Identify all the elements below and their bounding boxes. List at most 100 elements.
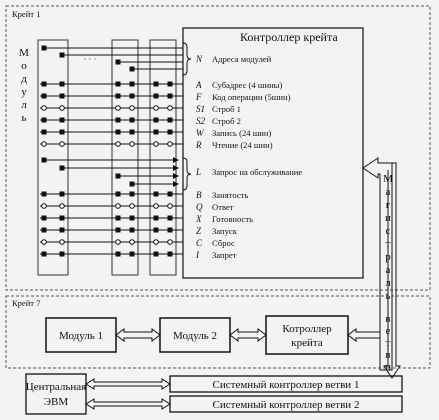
bus-contact — [41, 129, 47, 135]
svg-text:ь: ь — [21, 112, 26, 124]
bus-contact — [167, 93, 173, 99]
bus-contact — [115, 117, 121, 123]
module-vertical-label: М о д у л ь — [19, 47, 29, 124]
svg-text:л: л — [385, 277, 391, 289]
cpu-branch1-link — [85, 378, 171, 390]
crate7-title: Крейт 7 — [12, 298, 40, 308]
svg-text:в: в — [385, 349, 390, 361]
bus-contact — [167, 129, 173, 135]
bus-contact-open — [153, 203, 159, 209]
central-computer-line1: Центральная — [26, 381, 86, 393]
bus-contact-open — [153, 239, 159, 245]
signal-label-S1: Строб 1 — [212, 104, 241, 114]
signal-letter-C: C — [196, 238, 203, 248]
signal-letter-L: L — [195, 167, 201, 177]
bus-contact — [153, 251, 159, 257]
bus-contact — [59, 117, 65, 123]
bus-contact — [115, 129, 121, 135]
crate7-link-2-controller — [229, 328, 267, 342]
bus-contact — [115, 251, 121, 257]
bus-contact-open — [129, 141, 135, 147]
svg-text:д: д — [21, 73, 27, 85]
signal-label-W: Запись (24 шин) — [212, 128, 272, 138]
signal-label-X: Готовность — [212, 214, 253, 224]
bus-contact — [153, 129, 159, 135]
svg-text:М: М — [383, 173, 393, 185]
crate7-link-1-2 — [115, 328, 161, 342]
svg-text:о: о — [21, 60, 27, 72]
bus-contact — [59, 215, 65, 221]
bus-contact-open — [129, 239, 135, 245]
bus-contact — [153, 215, 159, 221]
bus-contact — [115, 93, 121, 99]
bus-contact — [167, 251, 173, 257]
crate7-module1-label: Модуль 1 — [59, 330, 103, 342]
svg-text:а: а — [386, 186, 391, 198]
bus-contact-open — [59, 105, 65, 111]
bus-contact — [41, 117, 47, 123]
branch-trunk — [362, 157, 401, 379]
signal-letter-A: A — [195, 80, 202, 90]
branch-controller-2-label: Системный контроллер ветви 2 — [213, 399, 360, 411]
svg-text:т: т — [386, 337, 391, 349]
crate7-frame — [5, 295, 431, 369]
bus-contact — [167, 215, 173, 221]
module-slot-1 — [37, 39, 69, 276]
signal-label-C: Сброс — [212, 238, 235, 248]
bus-contact — [129, 181, 135, 187]
module-ellipsis: · · · — [84, 54, 97, 64]
bus-lines — [40, 45, 183, 257]
cpu-branch2-link — [85, 398, 171, 410]
bus-contact-open — [59, 203, 65, 209]
bus-contact-open — [129, 105, 135, 111]
module-slot-2 — [111, 39, 139, 276]
signal-label-A: Субадрес (4 шины) — [212, 80, 282, 90]
bus-contact — [129, 215, 135, 221]
signal-letter-S1: S1 — [196, 104, 205, 114]
signal-label-Q: Ответ — [212, 202, 234, 212]
signal-label-R: Чтение (24 шин) — [212, 140, 273, 150]
svg-text:М: М — [19, 47, 29, 59]
signal-letter-Z: Z — [196, 226, 202, 236]
bus-contact-open — [153, 105, 159, 111]
bus-contact — [41, 227, 47, 233]
bus-contact — [167, 191, 173, 197]
crate7-controller-line1: Котроллер — [282, 323, 332, 335]
svg-text:л: л — [21, 99, 27, 111]
bus-contact — [129, 191, 135, 197]
bus-contact-open — [41, 203, 47, 209]
bus-contact-open — [59, 239, 65, 245]
bus-contact — [167, 227, 173, 233]
bus-contact — [41, 157, 47, 163]
signal-letter-S2: S2 — [196, 116, 206, 126]
bus-contact-open — [41, 105, 47, 111]
brace-L — [182, 157, 192, 191]
bus-contact — [41, 191, 47, 197]
bus-contact — [129, 81, 135, 87]
bus-contact — [59, 129, 65, 135]
bus-contact-open — [167, 141, 173, 147]
bus-contact — [41, 81, 47, 87]
signal-letter-N: N — [195, 54, 203, 64]
bus-contact-open — [115, 105, 121, 111]
bus-contact — [129, 93, 135, 99]
bus-contact — [59, 191, 65, 197]
bus-contact-open — [129, 203, 135, 209]
bus-contact — [153, 117, 159, 123]
bus-contact — [153, 93, 159, 99]
signal-letter-F: F — [195, 92, 202, 102]
svg-text:р: р — [385, 251, 391, 263]
bus-contact — [115, 173, 121, 179]
bus-contact — [129, 251, 135, 257]
svg-text:а: а — [386, 264, 391, 276]
bus-contact-open — [167, 203, 173, 209]
bus-contact — [115, 59, 121, 65]
bus-contact — [41, 215, 47, 221]
bus-contact — [59, 93, 65, 99]
signal-label-B: Занятость — [212, 190, 248, 200]
bus-contact — [115, 81, 121, 87]
bus-contact-open — [41, 141, 47, 147]
bus-contact — [115, 215, 121, 221]
